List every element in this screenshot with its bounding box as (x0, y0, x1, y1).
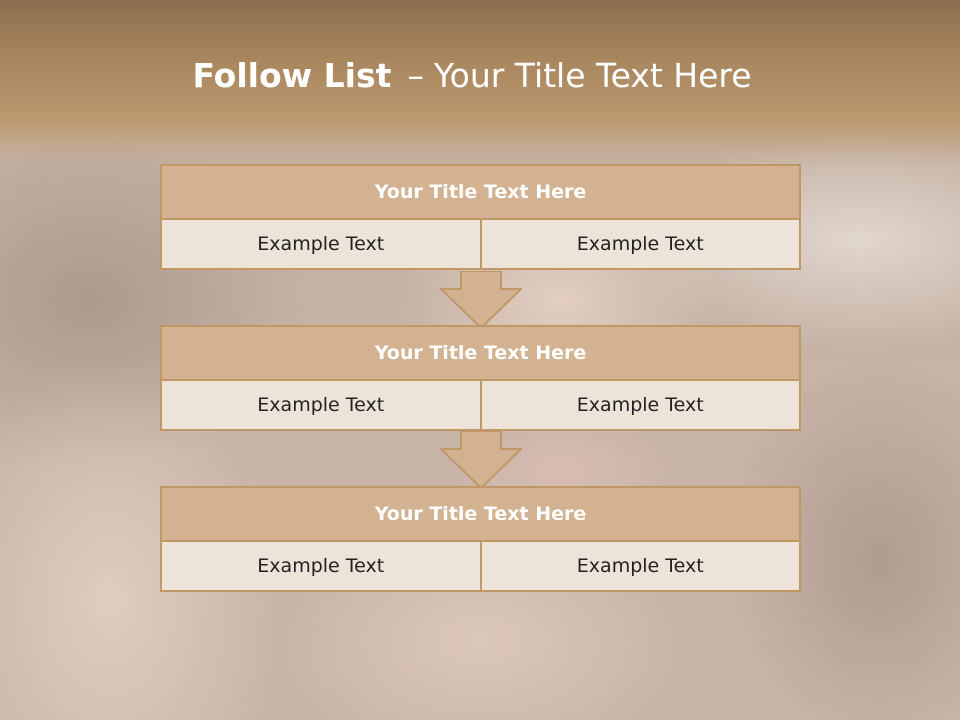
block-row: Example Text Example Text (160, 381, 801, 431)
header-band (0, 0, 960, 170)
list-block-3: Your Title Text Here Example Text Exampl… (160, 486, 801, 592)
block-cell-right: Example Text (481, 381, 801, 431)
block-title: Your Title Text Here (160, 325, 801, 381)
block-cell-left: Example Text (160, 381, 482, 431)
list-block-1: Your Title Text Here Example Text Exampl… (160, 164, 801, 270)
slide-title-rest: Your Title Text Here (433, 56, 752, 95)
slide-title-bold: Follow List (192, 56, 392, 95)
block-cell-right: Example Text (481, 220, 801, 270)
block-cell-left: Example Text (160, 542, 482, 592)
block-title: Your Title Text Here (160, 486, 801, 542)
block-cell-left: Example Text (160, 220, 482, 270)
block-title: Your Title Text Here (160, 164, 801, 220)
block-row: Example Text Example Text (160, 542, 801, 592)
block-cell-right: Example Text (481, 542, 801, 592)
down-arrow-icon (440, 431, 522, 489)
down-arrow-icon (440, 271, 522, 329)
slide-title: Follow List–Your Title Text Here (0, 52, 944, 100)
list-block-2: Your Title Text Here Example Text Exampl… (160, 325, 801, 431)
block-row: Example Text Example Text (160, 220, 801, 270)
slide-title-separator: – (407, 56, 424, 95)
